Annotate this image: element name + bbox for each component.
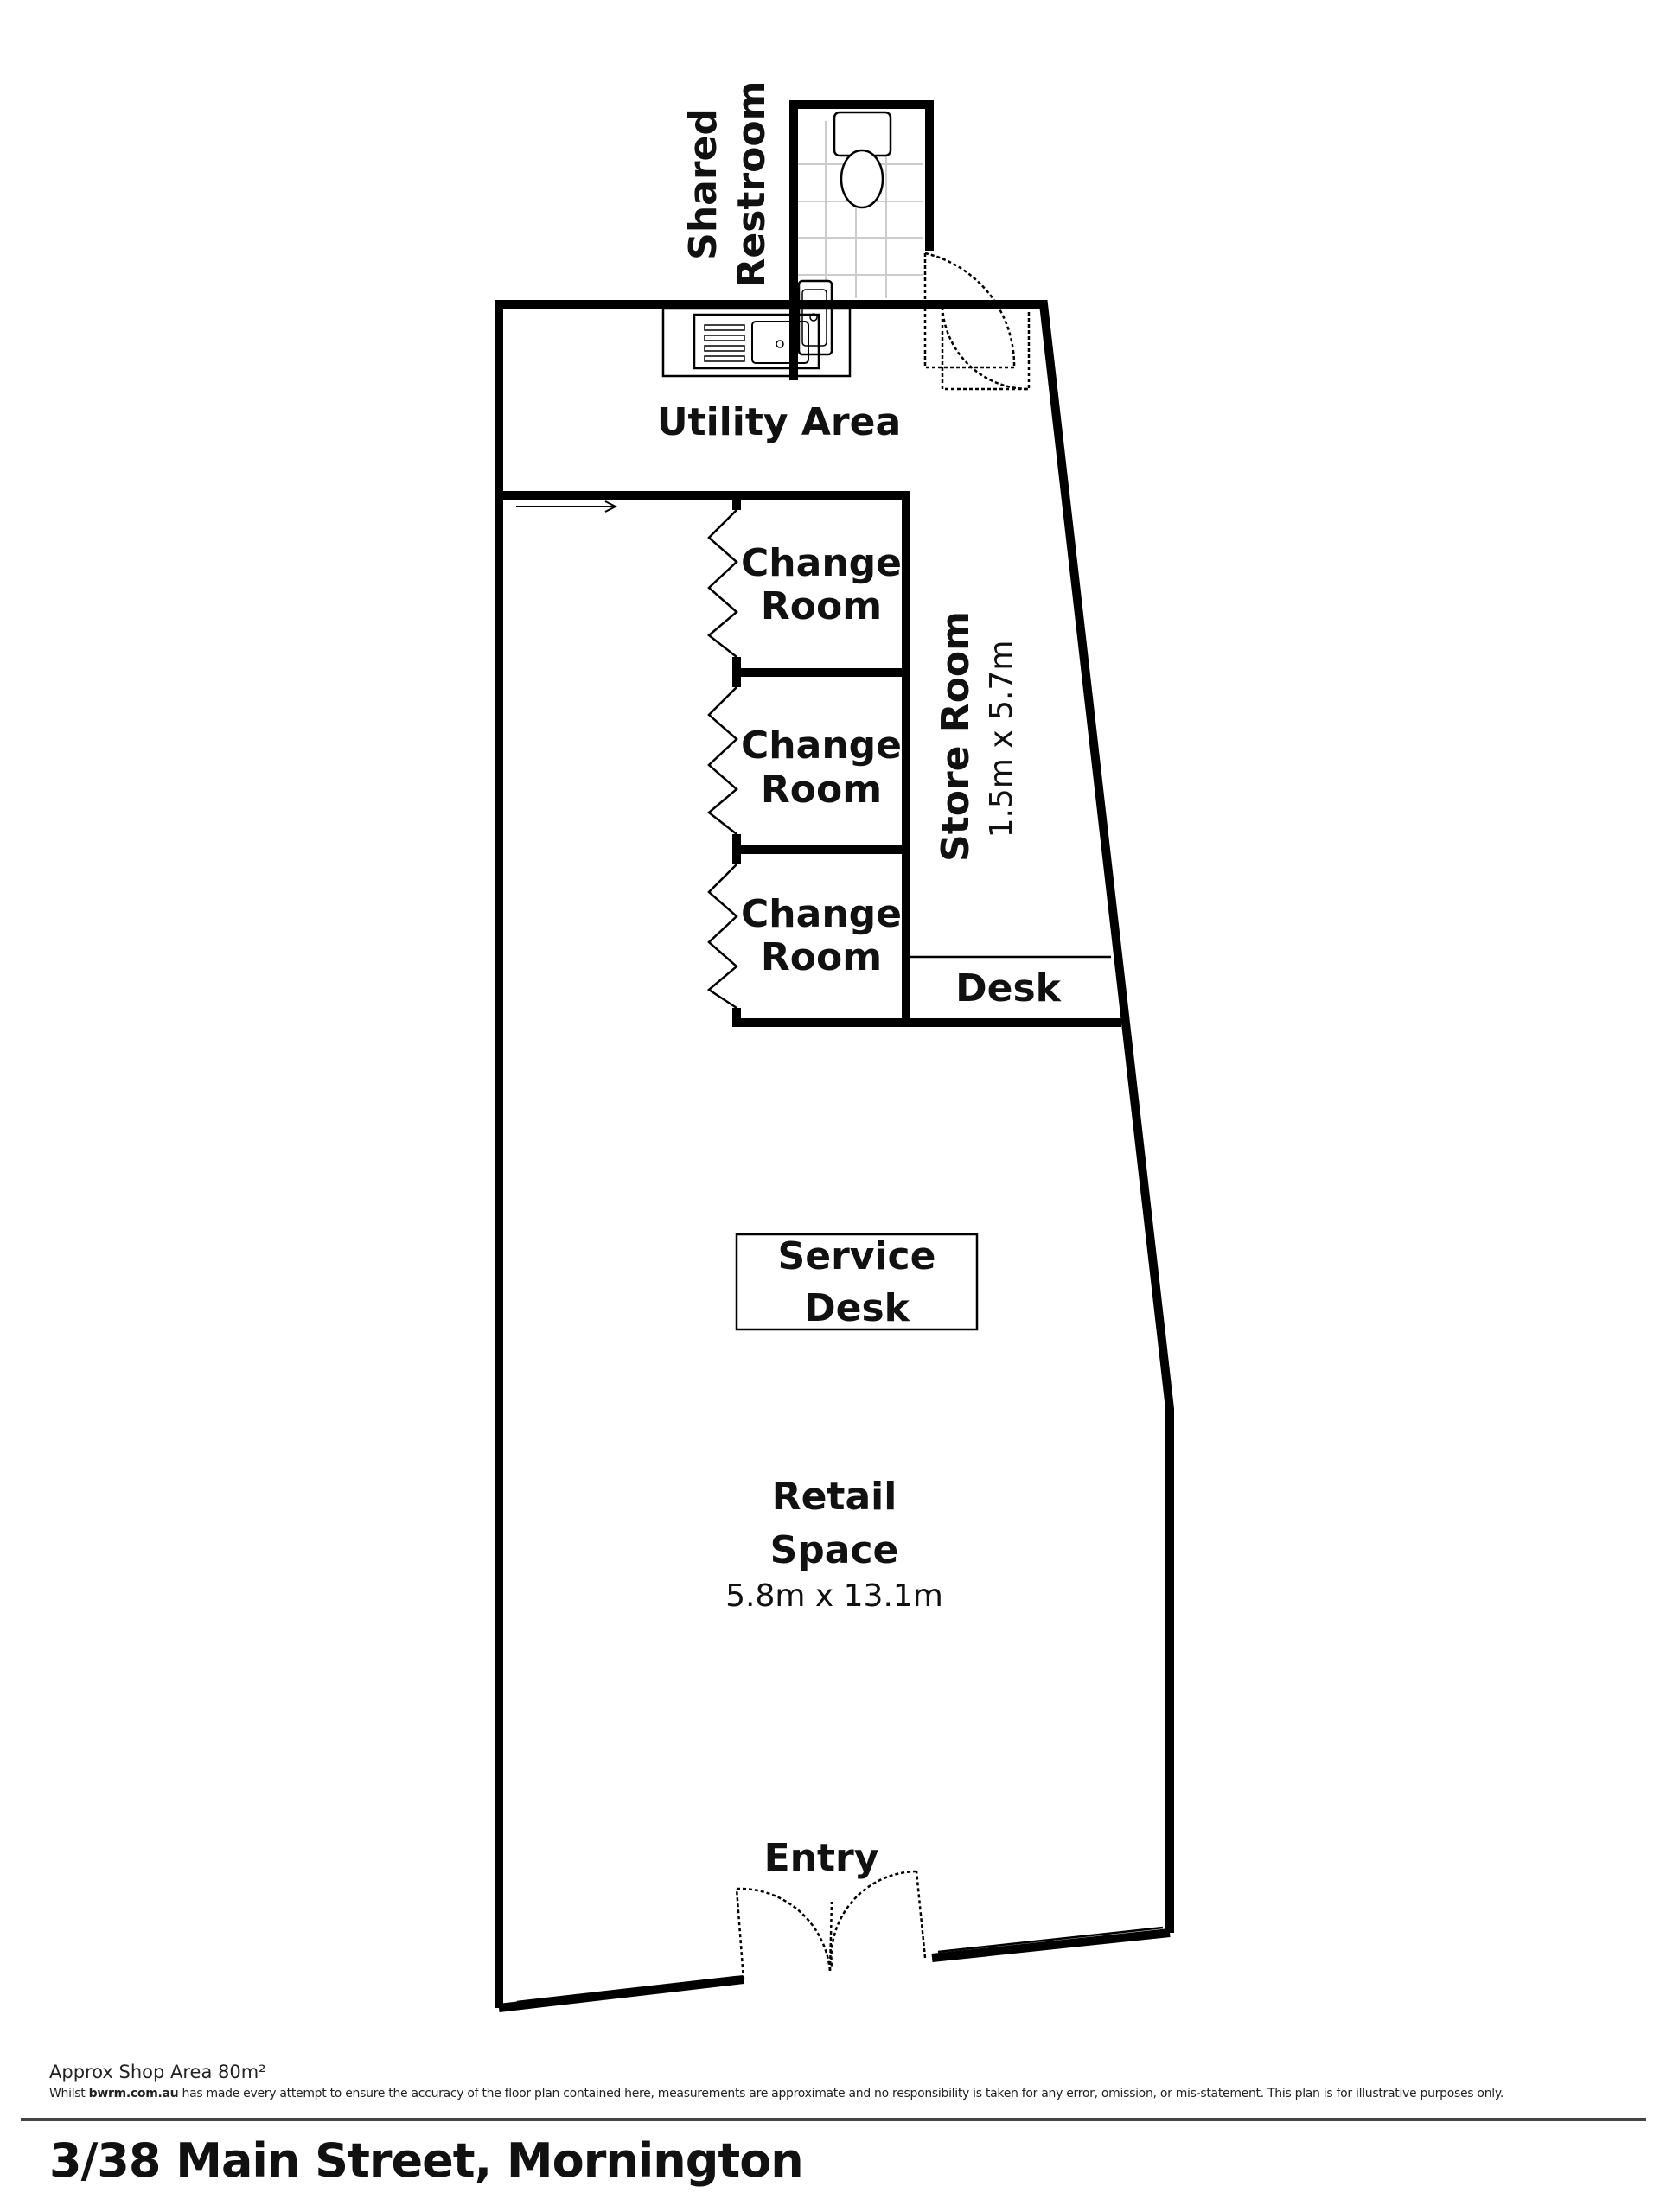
disclaimer-prefix: Whilst	[49, 2087, 89, 2100]
property-address: 3/38 Main Street, Mornington	[49, 2133, 804, 2188]
change-room-1-label: Change	[741, 541, 902, 585]
change-room-walls	[732, 491, 1121, 1027]
disclaimer-brand: bwrm.com.au	[88, 2087, 179, 2100]
exterior-wall	[495, 300, 1174, 2008]
service-desk-outline	[735, 1233, 979, 1331]
store-room-dimensions: 1.5m x 5.7m	[984, 641, 1019, 838]
disclaimer: Whilst bwrm.com.au has made every attemp…	[49, 2087, 1504, 2100]
toilet-icon	[833, 111, 892, 209]
folding-doors	[706, 509, 738, 1010]
basin-icon	[797, 279, 833, 356]
kitchen-sink-icon	[661, 307, 852, 378]
entry-doors	[735, 1870, 927, 1980]
restroom-door	[923, 252, 1016, 369]
retail-space-label: Retail	[772, 1475, 897, 1519]
front-wall-left	[498, 1975, 744, 2012]
shared-restroom-label: Shared	[681, 108, 725, 260]
front-wall-right	[931, 1928, 1171, 1962]
shared-restroom-label-2: Restroom	[730, 81, 774, 288]
retail-space-dimensions: 5.8m x 13.1m	[725, 1578, 943, 1614]
shop-area-note: Approx Shop Area 80m²	[49, 2062, 266, 2082]
arrow-icon	[516, 500, 618, 513]
utility-area-label: Utility Area	[657, 400, 901, 444]
front-window	[516, 1926, 1164, 2004]
utility-door	[941, 306, 1031, 391]
entry-label: Entry	[764, 1836, 879, 1880]
service-desk-label-2: Desk	[804, 1286, 911, 1330]
change-room-3-label: Change	[741, 892, 902, 936]
footer-divider	[21, 2118, 1646, 2121]
change-room-2-label-2: Room	[761, 768, 882, 812]
svg-text:Restroom: Restroom	[730, 81, 774, 288]
change-room-2-label: Change	[741, 724, 902, 768]
change-room-1-label-2: Room	[761, 584, 882, 628]
disclaimer-text: has made every attempt to ensure the acc…	[178, 2087, 1504, 2100]
svg-text:Shared: Shared	[681, 108, 725, 260]
service-desk-label: Service	[778, 1234, 936, 1278]
desk-label: Desk	[955, 966, 1063, 1010]
store-room-label: Store Room	[934, 611, 978, 862]
change-room-3-label-2: Room	[761, 935, 882, 979]
retail-space-label-2: Space	[770, 1528, 899, 1572]
